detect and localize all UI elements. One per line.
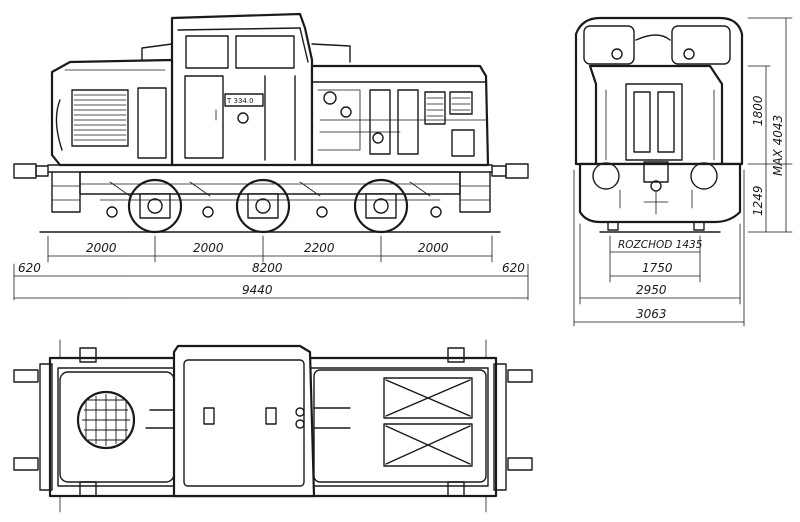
dim-axle-1: 2000 [86, 241, 117, 255]
dim-upper-height: 1800 [751, 95, 765, 126]
dim-width-1750: 1750 [642, 261, 673, 275]
rear-hood-louvers [426, 97, 471, 117]
dim-frame-length: 8200 [252, 261, 283, 275]
dim-width-2950: 2950 [636, 283, 667, 297]
dim-axle-2: 2000 [193, 241, 224, 255]
radiator-fan-grille [76, 390, 136, 450]
dim-overhang-right: 620 [502, 261, 525, 275]
front-dimensions: 1800 MAX 4043 1249 ROZCHOD 1435 1750 295… [573, 17, 793, 327]
dim-total-length: 9440 [242, 283, 273, 297]
dim-lower-height: 1249 [751, 185, 765, 216]
number-plate: T 334.0 [226, 97, 254, 105]
dim-axle-4: 2000 [418, 241, 449, 255]
wheelset-3 [353, 178, 409, 234]
wheelset-1 [127, 178, 183, 234]
top-view [13, 339, 533, 513]
wheelset-2 [235, 178, 291, 234]
side-view: T 334.0 [13, 12, 529, 234]
front-view [574, 16, 744, 233]
dim-overhang-left: 620 [18, 261, 41, 275]
dim-max-height: MAX 4043 [771, 115, 785, 176]
side-dimensions: 2000 2000 2200 2000 620 8200 620 9440 [13, 235, 529, 301]
dim-width-3063: 3063 [636, 307, 667, 321]
radiator-louvers [73, 94, 127, 141]
gauge-label: ROZCHOD 1435 [618, 239, 703, 251]
dim-axle-3: 2200 [304, 241, 335, 255]
